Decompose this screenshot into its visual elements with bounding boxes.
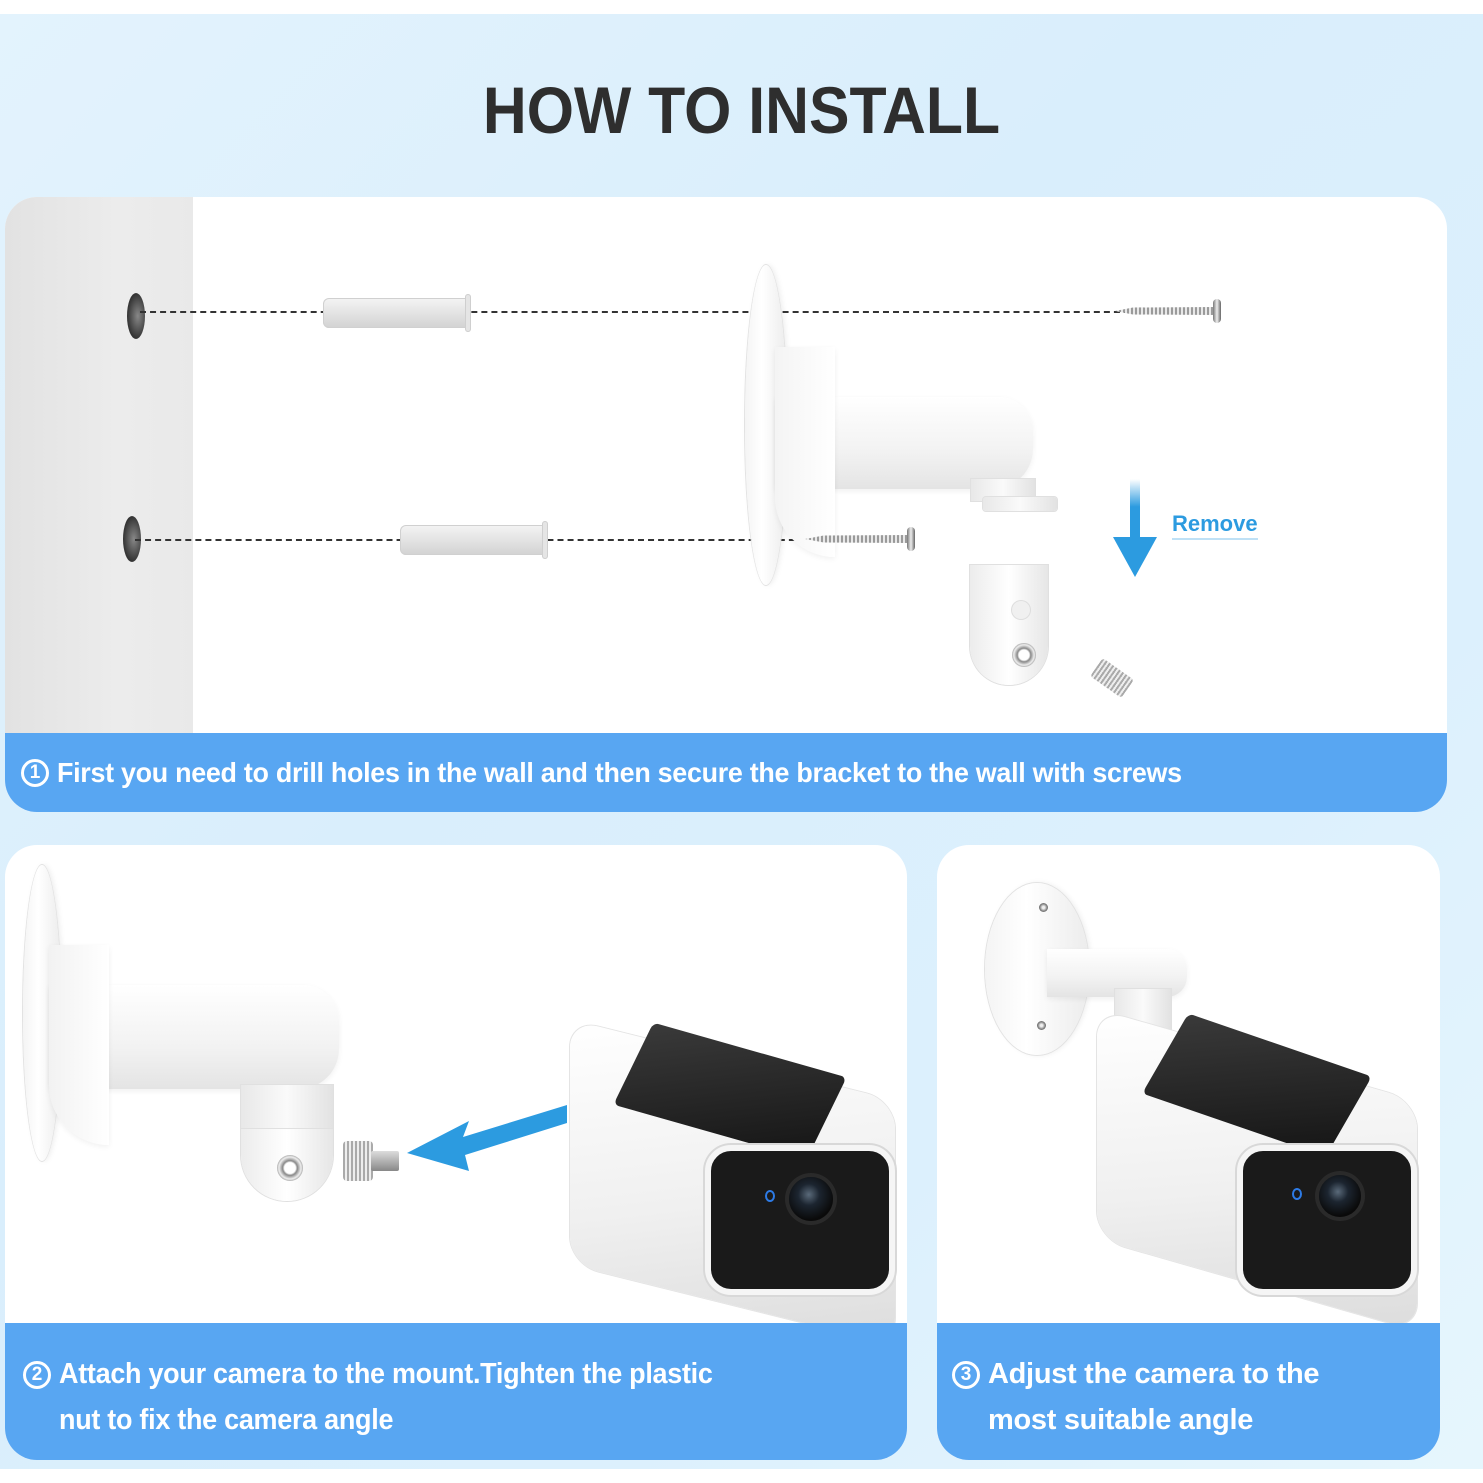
camera-front-face xyxy=(1237,1145,1417,1295)
step-1-caption: 1 First you need to drill holes in the w… xyxy=(5,733,1447,812)
camera-lens-icon xyxy=(789,1177,833,1221)
wall-anchor-icon xyxy=(323,294,471,332)
mount-screw-stud xyxy=(371,1151,399,1171)
step-2-caption: 2 Attach your camera to the mount.Tighte… xyxy=(5,1323,907,1460)
wall-screw-icon xyxy=(1039,903,1048,912)
step-number-badge: 1 xyxy=(21,758,49,787)
screw-head-icon xyxy=(1213,299,1221,323)
swivel-base xyxy=(970,565,1048,685)
bracket-collar xyxy=(241,1085,333,1129)
down-arrow-icon xyxy=(1113,479,1157,577)
wall-illustration xyxy=(5,197,193,733)
bracket-neck xyxy=(49,945,109,1145)
step-3-caption: 3 Adjust the camera to the most suitable… xyxy=(937,1323,1440,1460)
step-number-badge: 3 xyxy=(952,1361,980,1389)
swivel-button-icon xyxy=(1012,601,1030,619)
step-3-panel: 3 Adjust the camera to the most suitable… xyxy=(937,845,1440,1460)
step-2-caption-text: Attach your camera to the mount.Tighten … xyxy=(59,1358,713,1436)
remove-label: Remove xyxy=(1172,511,1258,540)
status-led-icon xyxy=(765,1190,775,1202)
bracket-collar-ring xyxy=(983,497,1057,511)
step-2-panel: 2 Attach your camera to the mount.Tighte… xyxy=(5,845,907,1460)
camera-front-face xyxy=(705,1145,895,1295)
threaded-nut-icon xyxy=(343,1141,373,1181)
tension-knob-icon xyxy=(277,1155,303,1181)
page-title: HOW TO INSTALL xyxy=(482,73,1001,147)
bracket-neck xyxy=(775,347,835,557)
tension-knob-icon xyxy=(1012,643,1036,667)
threaded-nut-icon xyxy=(1090,658,1134,698)
bracket-collar xyxy=(971,479,1035,501)
camera-lens-icon xyxy=(1319,1175,1361,1217)
screw-icon xyxy=(1115,307,1215,315)
status-led-icon xyxy=(1292,1188,1302,1200)
wall-screw-icon xyxy=(1037,1021,1046,1030)
step-1-panel: Remove 1 First you need to drill holes i… xyxy=(5,197,1447,812)
guide-line-top xyxy=(140,311,1140,313)
step-3-caption-text: Adjust the camera to the most suitable a… xyxy=(988,1358,1320,1436)
left-arrow-icon xyxy=(407,1105,567,1171)
drill-hole-icon xyxy=(123,516,141,562)
screw-icon xyxy=(805,535,909,543)
drill-hole-icon xyxy=(127,293,145,339)
screw-head-icon xyxy=(907,527,915,551)
step-1-caption-text: First you need to drill holes in the wal… xyxy=(57,756,1182,788)
wall-anchor-icon xyxy=(400,521,548,559)
step-number-badge: 2 xyxy=(23,1361,51,1389)
